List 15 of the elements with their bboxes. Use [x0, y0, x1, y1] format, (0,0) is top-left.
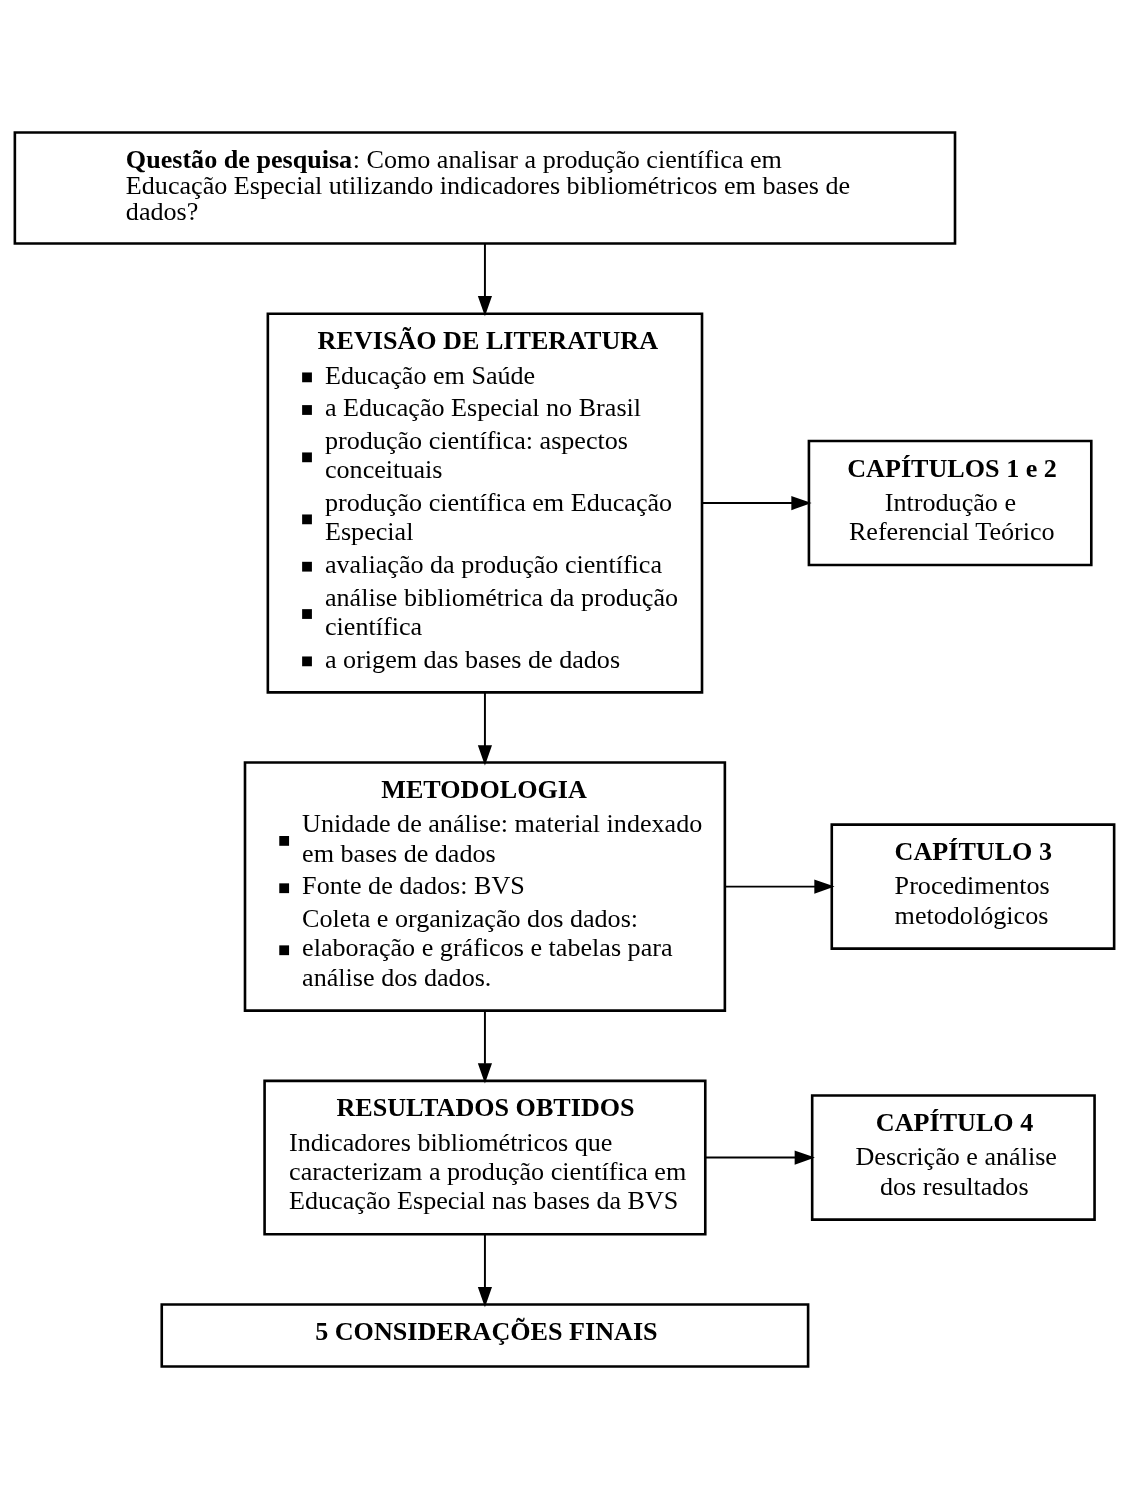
node-box: CAPÍTULOS 1 e 2 Introdução e Referencial Teórico: [807, 439, 1093, 567]
arrow: [701, 495, 812, 511]
arrow: [477, 1233, 493, 1308]
arrow: [477, 1010, 493, 1084]
node-box: CAPÍTULO 3 Procedimentos metodológicos: [830, 823, 1116, 950]
arrow: [704, 1150, 815, 1165]
node-box: Questão de pesquisa: Como analisar a produção científica em Educação Especial utilizando indicadores bibliométricos em bases de dados?: [13, 131, 957, 245]
arrow: [477, 691, 493, 766]
node-box: 5 CONSIDERAÇÕES FINAIS: [160, 1303, 810, 1368]
node-box: REVISÃO DE LITERATURA Educação em Saúde a Educação Especial no Brasil produção científica: aspectos conceituais produção científica em Educação Especial avaliação da produção científica análise bibliométrica da produção científica a origem das bases de dados: [266, 312, 704, 694]
node-box: RESULTADOS OBTIDOS Indicadores bibliométricos que caracterizam a produção científica em Educação Especial nas bases da BVS: [263, 1079, 707, 1236]
arrow: [477, 243, 493, 317]
node-box: CAPÍTULO 4 Descrição e análise dos resultados: [810, 1094, 1096, 1221]
arrow: [724, 879, 835, 894]
node-box: METODOLOGIA Unidade de análise: material indexado em bases de dados Fonte de dados: BVS Coleta e organização dos dados: elaboração e gráficos e tabelas para análise dos dados.: [243, 761, 727, 1012]
